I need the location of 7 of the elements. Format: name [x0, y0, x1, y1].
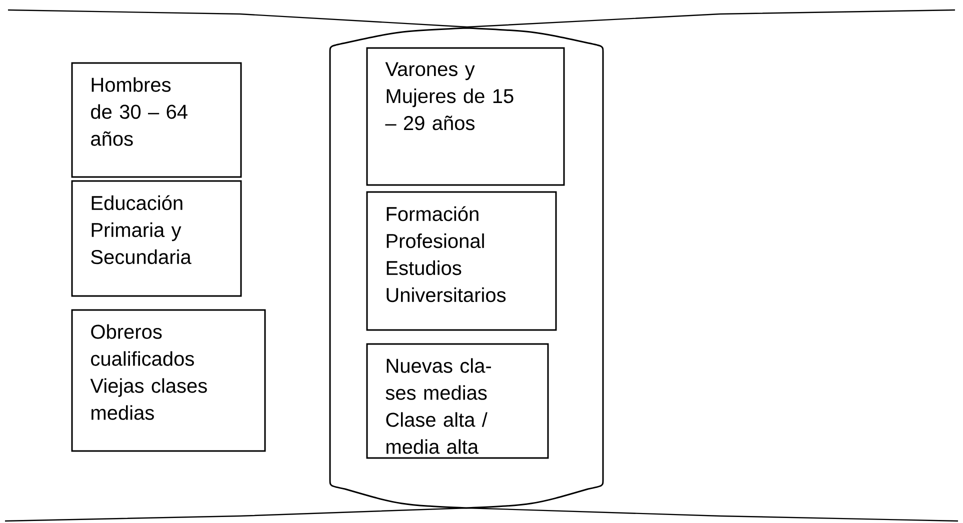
text-box: Obreros cualificados Viejas clases medias: [71, 309, 266, 452]
text-box: Hombres de 30 – 64 años: [71, 62, 242, 178]
cylinder-shape: [329, 27, 604, 509]
text-box: Varones y Mujeres de 15 – 29 años: [366, 47, 565, 186]
text-box: Educación Primaria y Secundaria: [71, 180, 242, 297]
text-box: Formación Profesional Estudios Universitarios: [366, 191, 557, 331]
text-box: Nuevas cla- ses medias Clase alta / media alta: [366, 343, 549, 459]
